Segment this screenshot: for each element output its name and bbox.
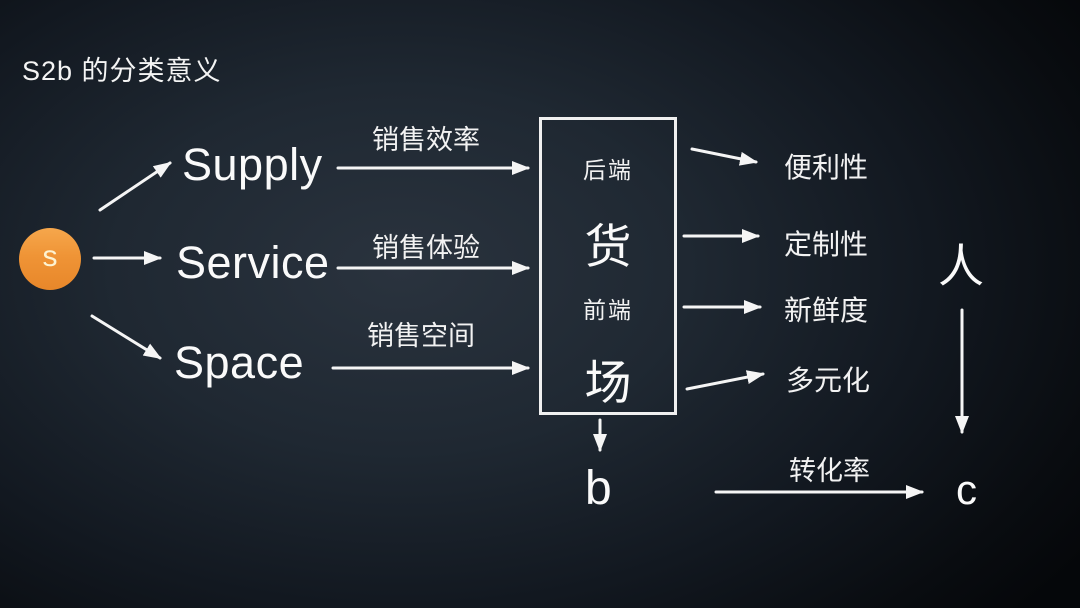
arrow-box-to-diversification <box>685 370 765 391</box>
arrow-s-to-space <box>90 314 162 360</box>
box-label-venue: 场 <box>584 356 632 409</box>
arrow-box-to-convenience <box>690 147 758 166</box>
branch-label-service: Service <box>176 237 330 288</box>
box-label-backend: 后端 <box>583 157 633 183</box>
arrow-s-to-supply <box>98 161 172 212</box>
output-label-customization: 定制性 <box>784 229 869 260</box>
flow-label-sales-efficiency: 销售效率 <box>372 125 480 155</box>
box-label-frontend: 前端 <box>583 297 633 323</box>
branch-label-space: Space <box>174 337 305 388</box>
branch-label-supply: Supply <box>182 139 323 190</box>
c-node-label: c <box>956 466 977 513</box>
output-label-convenience: 便利性 <box>784 152 869 183</box>
output-label-diversification: 多元化 <box>786 365 871 396</box>
center-box: 后端 货 前端 场 <box>539 117 677 415</box>
flow-label-sales-space: 销售空间 <box>367 321 475 351</box>
person-node-label: 人 <box>938 240 984 292</box>
b-node-label: b <box>585 462 612 515</box>
s-node-label: s <box>42 240 58 273</box>
output-label-freshness: 新鲜度 <box>784 295 869 326</box>
flow-label-sales-experience: 销售体验 <box>372 233 480 263</box>
conversion-rate-label: 转化率 <box>789 456 870 486</box>
page-title: S2b 的分类意义 <box>22 56 222 86</box>
s-node: s <box>19 228 81 290</box>
box-label-goods: 货 <box>584 220 632 273</box>
